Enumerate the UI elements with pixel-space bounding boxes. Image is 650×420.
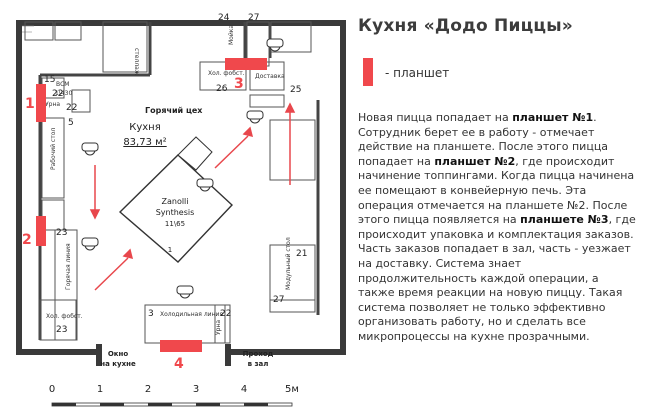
worker-3	[266, 38, 284, 52]
desc-tablet-3: планшете №3	[520, 213, 609, 227]
desc-part-4: , где происходит упаковка и комплектация…	[358, 213, 636, 343]
scale-tick-2: 2	[145, 384, 151, 395]
exit-window-2: на кухне	[100, 360, 136, 368]
oven-line2: Synthesis	[156, 208, 195, 217]
tablet-4	[160, 340, 202, 352]
number-1: 23	[56, 325, 67, 335]
number-3: 27	[248, 13, 259, 23]
room-area: 83,73 м²	[123, 137, 166, 148]
tablet-label-2: 2	[22, 232, 32, 248]
process-arrows	[89, 102, 296, 291]
outer-walls	[16, 20, 346, 366]
oven-line1: Zanolli	[161, 197, 188, 206]
equipment-labels: ВСМ 1\430 Урна Урна Хол. фобст. Хол. фоб…	[45, 70, 285, 335]
worker-2	[81, 237, 99, 251]
bcm-label: ВСМ	[56, 81, 69, 88]
worker-1	[81, 142, 99, 156]
hot-table-label: Горячая линия	[65, 243, 72, 290]
worker-figures	[81, 38, 284, 299]
cold-front-label: Холодильная линия	[160, 311, 223, 318]
scale-tick-0: 0	[49, 384, 55, 395]
number-7: 25	[290, 85, 301, 95]
scale-tick-4: 4	[241, 384, 247, 395]
desc-tablet-1: планшет №1	[512, 111, 594, 124]
number-10: 27	[273, 295, 284, 305]
oven-number: 1	[168, 246, 172, 254]
desc-part-2: . Сотрудник берет ее в работу - отмечает…	[358, 111, 609, 168]
scale-tick-3: 3	[193, 384, 199, 395]
tablets	[36, 58, 267, 352]
cold-top-label: Хол. фобст.	[208, 70, 245, 77]
rack-label: стеллаж	[133, 48, 140, 76]
washer-label: Мойка	[228, 25, 235, 45]
scale-bar: 0 1 2 3 4 5м	[49, 384, 299, 407]
exit-window-1: Окно	[108, 350, 129, 358]
legend-label: - планшет	[385, 66, 450, 80]
number-2: 24	[218, 13, 230, 23]
number-8: 5	[68, 118, 74, 128]
tablet-label-3: 3	[234, 76, 244, 92]
mod-shelf-label: Модульный стол	[285, 237, 292, 290]
room-numbers: 23 24 27 15 22 26 25 5 21 27 3 22 23 22	[44, 13, 307, 335]
number-11: 3	[148, 309, 154, 319]
tablet-3	[225, 58, 267, 70]
tablet-1	[36, 84, 46, 122]
desc-part-3: , где происходит начинение топпингами. К…	[358, 154, 635, 227]
number-4: 15	[44, 75, 55, 85]
wall-hatching	[22, 25, 34, 33]
number-13: 23	[56, 228, 67, 238]
worker-4	[246, 110, 264, 124]
exit-passage-2: в зал	[248, 360, 269, 368]
desc-tablet-2: планшет №2	[434, 154, 516, 168]
rotated-labels: стеллаж Рабочий стол Горячая линия Мойка…	[50, 25, 292, 290]
worker-6	[196, 178, 214, 192]
scale-tick-5: 5м	[285, 384, 299, 395]
number-5: 22	[66, 103, 77, 113]
urna2-label: Урна	[215, 320, 222, 335]
room-name: Кухня	[129, 122, 161, 133]
conveyor-oven: Zanolli Synthesis 11\65 1	[118, 136, 233, 263]
tablet-2	[36, 216, 46, 246]
number-14: 22	[52, 89, 63, 99]
oven-line3: 11\65	[165, 220, 185, 228]
urna-label: Урна	[45, 101, 60, 108]
exit-passage-1: Проход	[243, 350, 274, 358]
scale-tick-1: 1	[97, 384, 103, 395]
delivery-label: Доставка	[255, 73, 285, 80]
worker-5	[176, 285, 194, 299]
hot-shop-label: Горячий цех	[145, 106, 203, 115]
description-text: Новая пицца попадает на планшет №1. Сотр…	[358, 111, 638, 345]
page-title: Кухня «Додо Пиццы»	[358, 16, 573, 36]
bcm-size: 1\430	[55, 90, 72, 97]
desc-part-1: Новая пицца попадает на	[358, 111, 513, 124]
tablet-numbers: 1 2 3 4	[22, 76, 244, 372]
prep-table-label: Рабочий стол	[50, 128, 57, 170]
legend-swatch	[363, 58, 373, 86]
tablet-label-4: 4	[174, 356, 184, 372]
fridge-label: Хол. фобст.	[46, 313, 83, 320]
tablet-label-1: 1	[25, 96, 35, 112]
number-6: 26	[216, 84, 228, 94]
number-9: 21	[296, 249, 307, 259]
number-12: 22	[220, 309, 231, 319]
